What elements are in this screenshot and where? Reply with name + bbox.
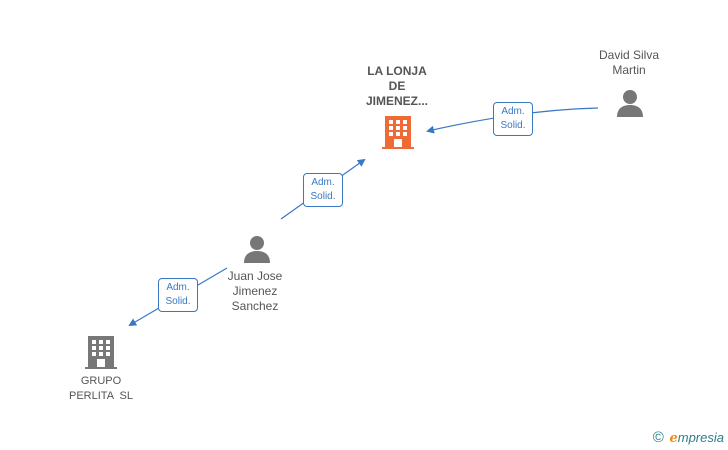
person-icon[interactable]: [242, 234, 272, 264]
copyright-symbol: ©: [652, 429, 664, 446]
edge-badge-line: Adm.: [166, 282, 190, 293]
juan-label-line: Jimenez: [232, 284, 278, 298]
juan-label-line: Juan Jose: [227, 269, 283, 283]
brand-logo-e: e: [669, 431, 678, 446]
main-company-label-line: DE: [388, 79, 406, 93]
edge-badge-david-main[interactable]: Adm. Solid.: [493, 102, 533, 136]
juan-label-line: Sanchez: [231, 299, 279, 313]
grupo-label-line: GRUPO: [80, 375, 122, 387]
edge-badge-line: Adm.: [501, 106, 525, 117]
edge-badge-line: Solid.: [310, 191, 336, 202]
david-label[interactable]: David Silva Martin: [584, 48, 674, 78]
juan-label[interactable]: Juan Jose Jimenez Sanchez: [210, 269, 300, 314]
main-company-label-line: JIMENEZ...: [365, 94, 428, 108]
footer-brand: © empresia: [653, 429, 724, 446]
building-icon[interactable]: [382, 114, 414, 150]
edge-badge-line: Solid.: [500, 120, 526, 131]
person-icon[interactable]: [615, 88, 645, 118]
building-icon[interactable]: [85, 334, 117, 370]
main-company-label[interactable]: LA LONJA DE JIMENEZ...: [352, 64, 442, 109]
edge-badge-line: Adm.: [311, 177, 335, 188]
edge-badge-line: Solid.: [165, 296, 191, 307]
edge-badge-juan-main[interactable]: Adm. Solid.: [303, 173, 343, 207]
grupo-label-line: PERLITA SL: [69, 390, 133, 402]
brand-logo-text: mpresia: [677, 430, 724, 445]
david-label-line: Martin: [612, 63, 646, 77]
main-company-label-line: LA LONJA: [367, 64, 427, 78]
david-label-line: David Silva: [598, 48, 660, 62]
edge-badge-juan-grupo[interactable]: Adm. Solid.: [158, 278, 198, 312]
grupo-label[interactable]: GRUPO PERLITA SL: [55, 374, 147, 404]
